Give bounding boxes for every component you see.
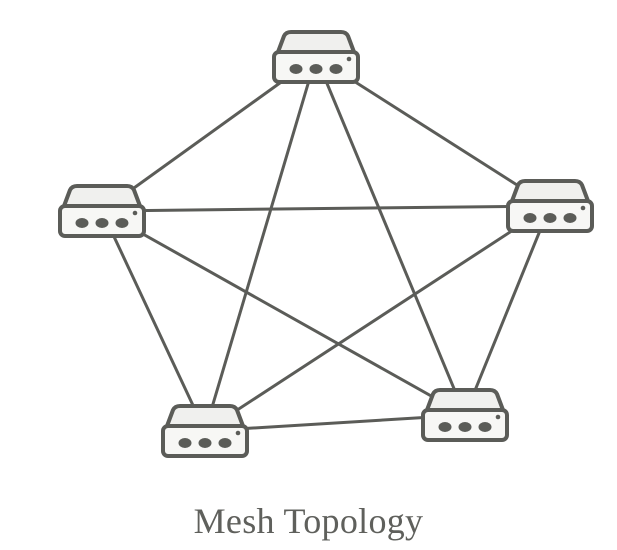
link-left-right (101, 204, 551, 213)
nodes-layer (58, 30, 594, 458)
diagram-title: Mesh Topology (193, 501, 424, 541)
links-layer (100, 55, 552, 433)
router-top (276, 30, 356, 54)
router-icon (506, 179, 594, 233)
port-3 (115, 218, 129, 228)
port-3 (329, 64, 343, 74)
link-top-bottom-right (314, 56, 467, 416)
status-led (580, 205, 586, 211)
port-2 (458, 422, 472, 432)
status-led (132, 210, 138, 216)
node-top[interactable] (272, 30, 360, 84)
port-2 (198, 438, 212, 448)
router-top (165, 404, 245, 428)
port-3 (218, 438, 232, 448)
port-3 (563, 213, 577, 223)
port-1 (178, 438, 192, 448)
link-left-bottom-left (100, 210, 207, 432)
port-2 (95, 218, 109, 228)
node-bottom-left[interactable] (161, 404, 249, 458)
node-bottom-right[interactable] (421, 388, 509, 442)
link-right-bottom-left (204, 204, 551, 433)
link-right-bottom-right (463, 205, 552, 416)
status-led (235, 430, 241, 436)
router-icon (421, 388, 509, 442)
port-1 (289, 64, 303, 74)
node-left[interactable] (58, 184, 146, 238)
router-icon (58, 184, 146, 238)
link-top-bottom-left (203, 56, 318, 432)
router-top (425, 388, 505, 412)
node-right[interactable] (506, 179, 594, 233)
router-icon (161, 404, 249, 458)
port-3 (478, 422, 492, 432)
status-led (495, 414, 501, 420)
port-2 (309, 64, 323, 74)
status-led (346, 56, 352, 62)
router-top (62, 184, 142, 208)
port-2 (543, 213, 557, 223)
port-1 (438, 422, 452, 432)
port-1 (523, 213, 537, 223)
link-left-bottom-right (101, 209, 466, 417)
port-1 (75, 218, 89, 228)
router-icon (272, 30, 360, 84)
router-top (510, 179, 590, 203)
